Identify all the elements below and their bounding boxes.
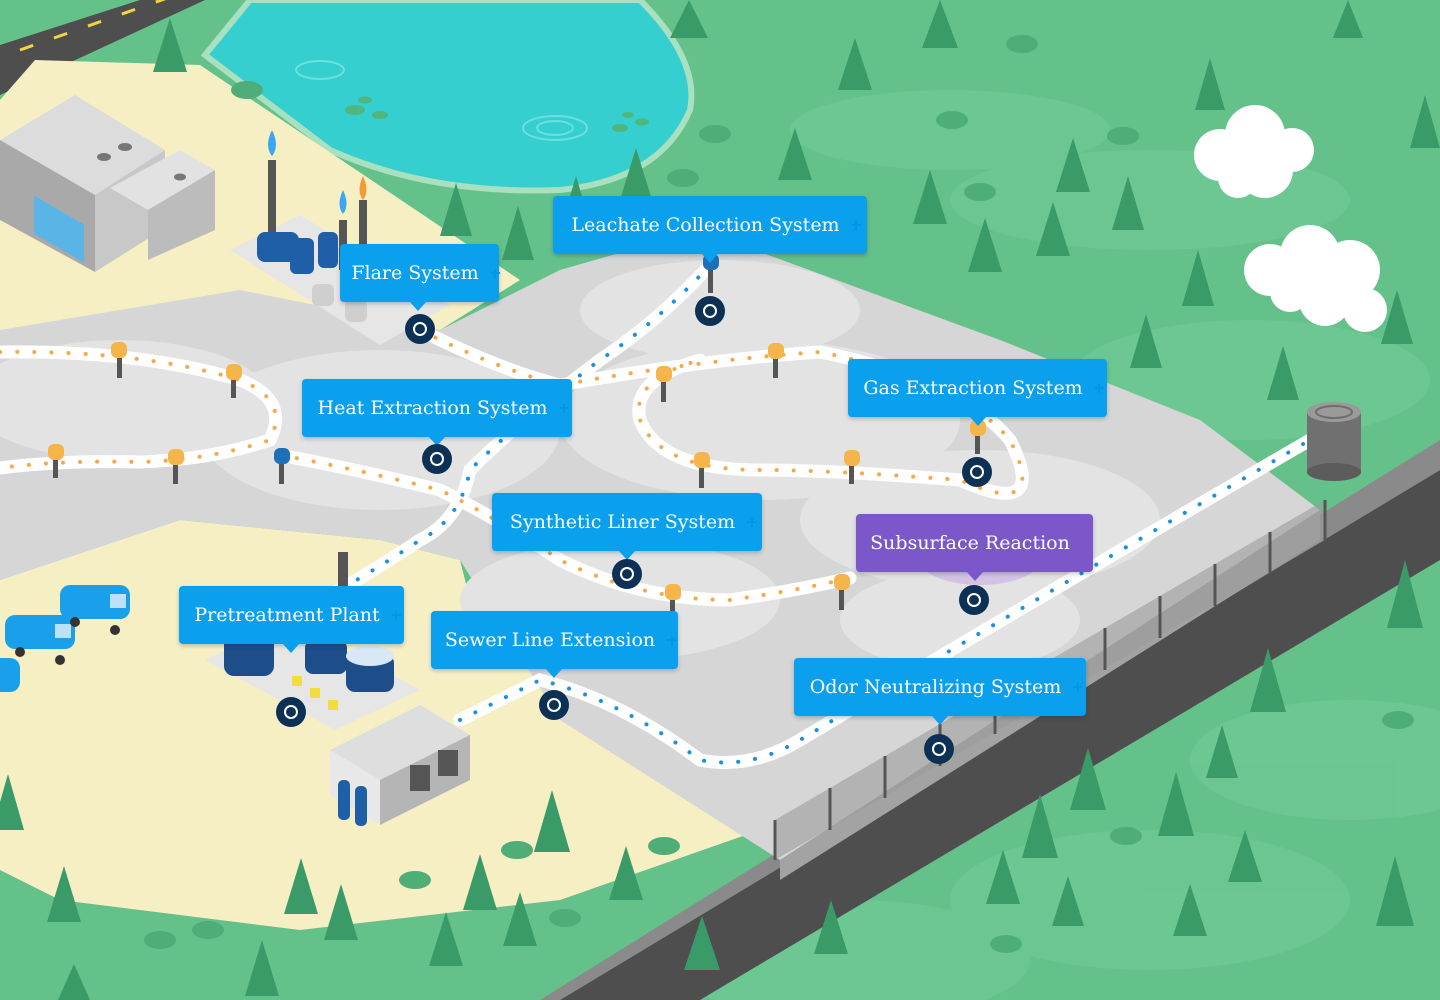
hotspot-label: Pretreatment Plant bbox=[194, 604, 380, 626]
callout-tail bbox=[702, 254, 718, 263]
sewer-building bbox=[330, 705, 470, 826]
hotspot-sewer-line-extension[interactable]: Sewer Line Extension bbox=[431, 611, 678, 678]
tank-icon bbox=[1307, 402, 1361, 481]
hotspot-label: Heat Extraction System bbox=[317, 397, 548, 419]
callout-tail bbox=[619, 551, 635, 560]
hotspot-label: Flare System bbox=[351, 262, 479, 284]
target-icon-liner[interactable] bbox=[612, 559, 642, 589]
cloud-icon bbox=[1194, 105, 1387, 332]
target-icon-gas[interactable] bbox=[962, 457, 992, 487]
hotspot-subsurface-reaction[interactable]: Subsurface Reaction bbox=[856, 514, 1093, 581]
callout-tail bbox=[410, 302, 426, 311]
hotspot-odor-neutralizing-system[interactable]: Odor Neutralizing System bbox=[794, 658, 1086, 725]
callout-tail bbox=[967, 572, 983, 581]
callout-tail bbox=[546, 669, 562, 678]
truck-icon bbox=[0, 585, 130, 692]
target-icon-heat[interactable] bbox=[422, 444, 452, 474]
hotspot-label: Leachate Collection System bbox=[571, 214, 840, 236]
hotspot-label: Odor Neutralizing System bbox=[809, 676, 1062, 698]
hotspot-flare-system[interactable]: Flare System bbox=[340, 244, 500, 311]
bushes bbox=[144, 35, 1414, 953]
callout-tail bbox=[932, 716, 948, 725]
target-icon-flare[interactable] bbox=[405, 314, 435, 344]
hotspot-synthetic-liner-system[interactable]: Synthetic Liner System bbox=[492, 493, 762, 560]
callout-tail bbox=[429, 437, 445, 446]
callout-tail bbox=[283, 644, 299, 653]
target-icon-leachate[interactable] bbox=[695, 296, 725, 326]
hotspot-label: Sewer Line Extension bbox=[444, 629, 656, 651]
hotspot-heat-extraction-system[interactable]: Heat Extraction System bbox=[302, 379, 572, 446]
hotspot-gas-extraction-system[interactable]: Gas Extraction System bbox=[848, 359, 1107, 426]
hotspot-label: Gas Extraction System bbox=[863, 377, 1083, 399]
building-north bbox=[0, 95, 215, 272]
target-icon-odor[interactable] bbox=[924, 734, 954, 764]
hotspot-leachate-collection-system[interactable]: Leachate Collection System bbox=[553, 196, 867, 263]
gas-wells bbox=[48, 254, 986, 616]
target-icon-subsurface[interactable] bbox=[959, 585, 989, 615]
hotspot-pretreatment-plant[interactable]: Pretreatment Plant bbox=[179, 586, 404, 653]
hotspot-label: Synthetic Liner System bbox=[509, 511, 736, 533]
target-icon-sewer[interactable] bbox=[539, 690, 569, 720]
pond bbox=[200, 0, 695, 194]
callout-tail bbox=[970, 417, 986, 426]
pipe-dots bbox=[0, 263, 1312, 765]
target-icon-pretreatment[interactable] bbox=[276, 697, 306, 727]
hotspot-label: Subsurface Reaction bbox=[870, 532, 1070, 554]
